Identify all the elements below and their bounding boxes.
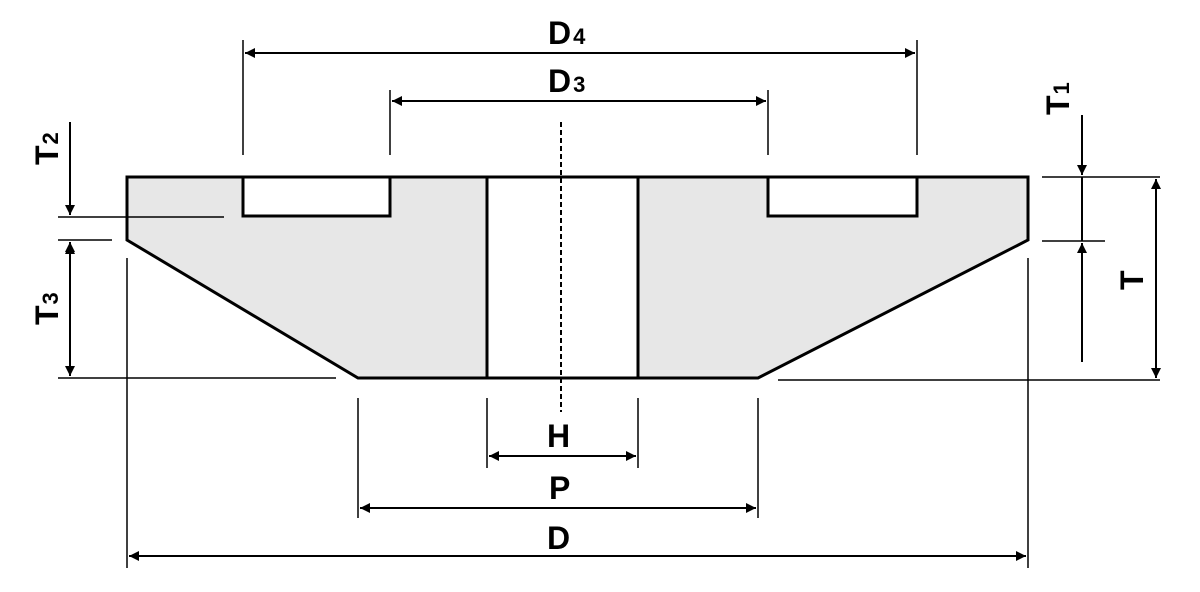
label-t3: T3 bbox=[29, 292, 65, 325]
label-h: H bbox=[547, 418, 570, 454]
right-recess bbox=[766, 175, 919, 218]
dimension-labels: D4 D3 H P D T1 T T2 T3 bbox=[29, 15, 1150, 556]
label-t1: T1 bbox=[1040, 82, 1076, 115]
wheel-cross-section bbox=[125, 122, 1030, 412]
center-bore bbox=[485, 175, 640, 380]
label-t: T bbox=[1114, 270, 1150, 290]
dimension-lines bbox=[65, 48, 1161, 561]
left-recess bbox=[241, 175, 392, 218]
extension-lines bbox=[58, 40, 1160, 568]
label-p: P bbox=[549, 470, 570, 506]
label-d4: D4 bbox=[548, 15, 586, 51]
label-d: D bbox=[547, 520, 570, 556]
label-t2: T2 bbox=[29, 132, 65, 165]
label-d3: D3 bbox=[548, 63, 585, 99]
wheel-left-section bbox=[125, 175, 489, 380]
